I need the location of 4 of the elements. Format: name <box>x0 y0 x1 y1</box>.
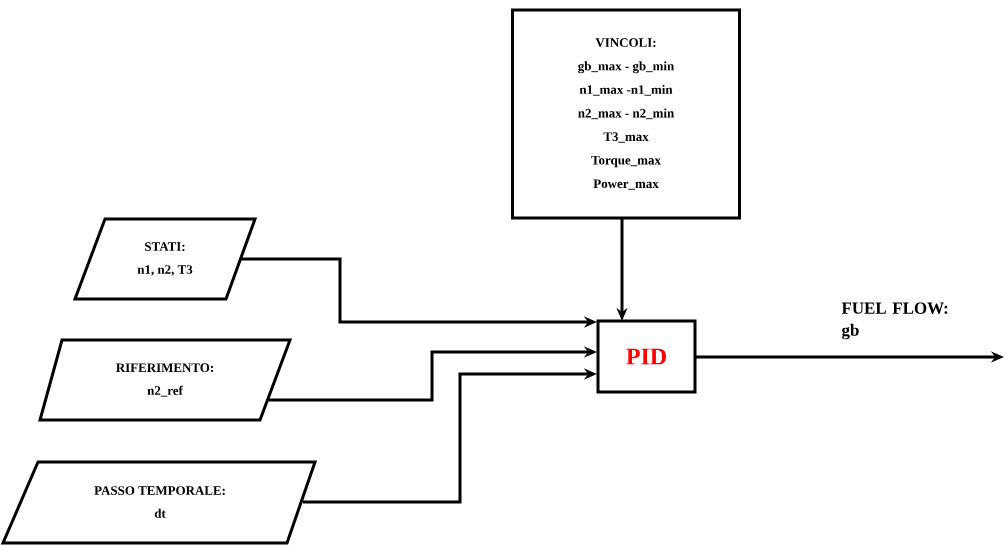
input-parallelogram: RIFERIMENTO: n2_ref <box>38 338 293 422</box>
controller-box: PID <box>596 319 697 394</box>
constraints-box: VINCOLI: gb_max - gb_min n1_max -n1_min n2_max - n2_min T3_max Torque_max Power_max <box>511 8 741 220</box>
edge-label: FUEL FLOW: gb <box>841 302 948 340</box>
